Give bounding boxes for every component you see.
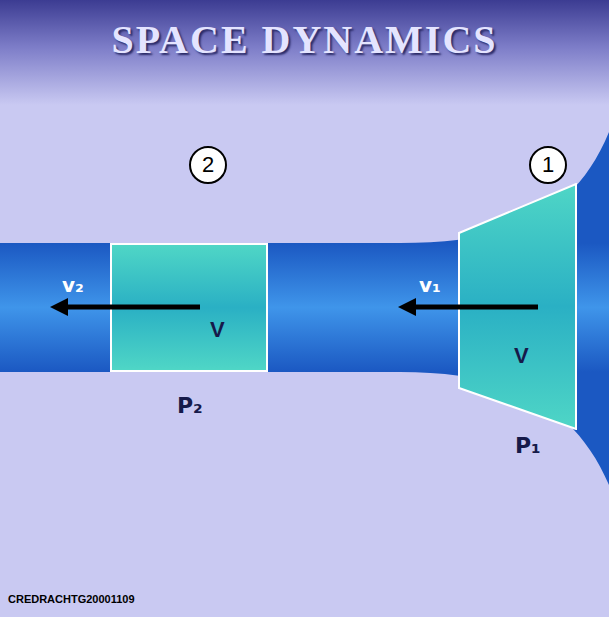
title-bar [0,0,609,105]
credit-note: CREDRACHTG20001109 [8,593,135,606]
station-number: 2 [202,152,214,178]
pressure-label: P₁ [515,433,541,459]
flow-tube [0,132,609,485]
velocity-label: v₁ [419,273,441,297]
velocity-arrow [64,305,200,310]
page-title: SPACE DYNAMICS [0,16,609,63]
pressure-label: P₂ [177,393,203,419]
volume-label: V [210,317,225,343]
volume-label: V [514,343,529,369]
station-circle: 2 [188,145,228,185]
station-number: 1 [542,152,554,178]
velocity-arrow [412,305,538,310]
station-circle: 1 [528,145,568,185]
arrow-head [398,298,416,316]
arrow-head [50,298,68,316]
velocity-label: v₂ [62,273,84,297]
